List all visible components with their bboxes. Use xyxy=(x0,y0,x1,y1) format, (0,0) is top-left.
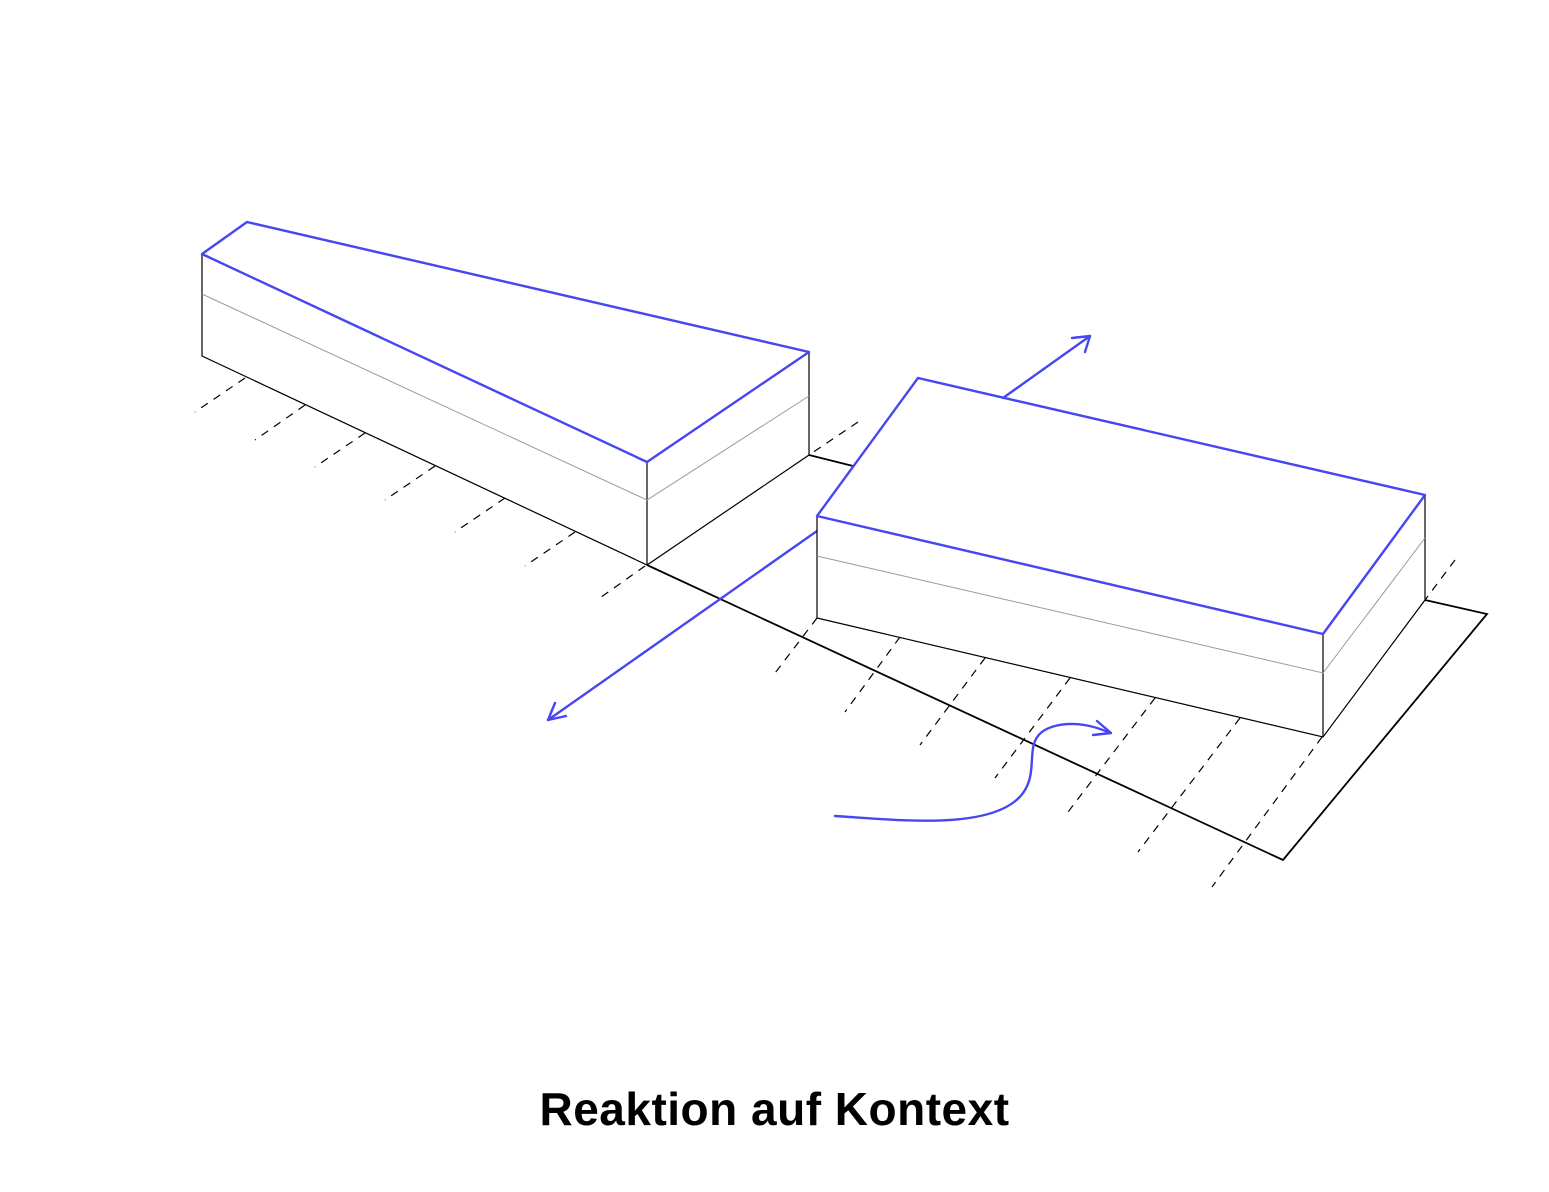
arrow-diagonal-bidirectional xyxy=(546,334,1092,722)
curved-path-arrow xyxy=(833,719,1113,822)
diagram-title: Reaktion auf Kontext xyxy=(539,1083,1010,1135)
site-outline xyxy=(646,454,1489,862)
left-building xyxy=(200,220,811,566)
ground-dashes xyxy=(194,377,1456,888)
right-building xyxy=(815,376,1427,738)
